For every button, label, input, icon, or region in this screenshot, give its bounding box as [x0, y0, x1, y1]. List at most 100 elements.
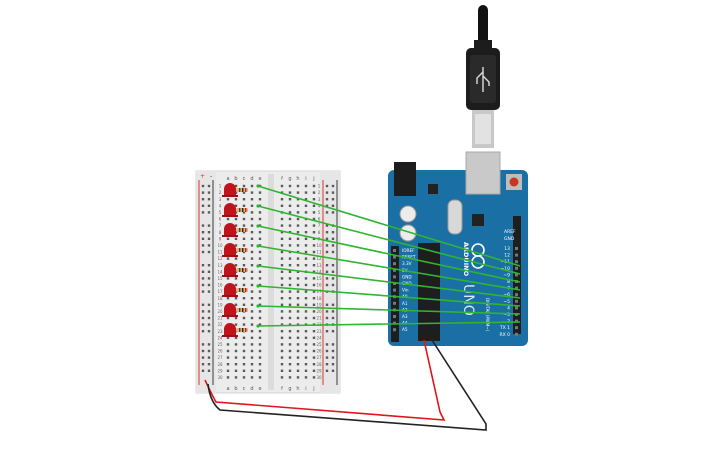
led-resistor-pair [222, 203, 248, 217]
column-label: i [305, 386, 306, 392]
row-number: 16 [217, 283, 223, 288]
led [224, 223, 236, 236]
row-number: 10 [316, 243, 322, 248]
power-analog-pin-label: GND [402, 274, 412, 279]
row-number: 17 [217, 289, 223, 294]
led-resistor-pair [222, 223, 248, 237]
digital-pin-label: ~10 [501, 266, 511, 272]
signal-wire [257, 285, 521, 307]
row-number: 22 [217, 322, 223, 327]
column-label: b [234, 386, 237, 392]
row-number: 12 [217, 256, 223, 261]
column-label: j [312, 176, 314, 182]
power-analog-pin-label: RESET [402, 255, 416, 260]
led-resistor-pair [222, 303, 248, 317]
power-analog-pin-label: Vin [402, 288, 409, 293]
row-number: 28 [316, 362, 322, 367]
row-number: 13 [217, 263, 223, 268]
row-number: 29 [217, 368, 223, 373]
row-number: 2 [318, 190, 321, 195]
digital-pin-label: 4 [507, 305, 510, 311]
row-numbers: 1122334455667788991010111112121313141415… [217, 184, 322, 380]
led-resistor-pair [222, 263, 248, 277]
gnd-label: GND [504, 236, 515, 242]
row-number: 30 [316, 375, 322, 380]
digital-pin-label: 12 [504, 253, 510, 259]
row-number: 8 [219, 230, 222, 235]
led [224, 303, 236, 316]
row-number: 23 [217, 329, 223, 334]
row-number: 3 [318, 197, 321, 202]
signal-wire [257, 185, 521, 267]
led [224, 283, 236, 296]
column-label: d [250, 386, 253, 392]
signal-wire [257, 265, 521, 299]
usb-cable [466, 5, 500, 148]
capacitor-1 [399, 205, 417, 223]
row-number: 13 [316, 263, 322, 268]
column-label: i [305, 176, 306, 182]
row-number: 16 [316, 283, 322, 288]
row-number: 4 [219, 203, 222, 208]
column-label: f [281, 176, 283, 182]
signal-wire [257, 225, 521, 283]
column-label: h [296, 386, 299, 392]
column-label: g [288, 176, 291, 182]
digital-pin-label: 8 [507, 279, 510, 285]
row-number: 25 [217, 342, 223, 347]
capacitor-2 [399, 224, 417, 242]
signal-wire [257, 321, 521, 327]
led-signal-wires [256, 184, 521, 328]
row-number: 30 [217, 375, 223, 380]
signal-wire [257, 305, 521, 315]
digital-pin-label: 13 [504, 246, 510, 252]
column-label: h [296, 176, 299, 182]
row-number: 24 [217, 335, 223, 340]
led [224, 203, 236, 216]
rail-plus-label: + [200, 173, 205, 180]
led [224, 183, 236, 196]
row-number: 25 [316, 342, 322, 347]
column-label: j [312, 386, 314, 392]
row-number: 4 [318, 203, 321, 208]
row-number: 26 [217, 349, 223, 354]
power-analog-pin-label: A5 [402, 327, 408, 332]
usb-port [465, 151, 501, 195]
row-number: 6 [219, 217, 222, 222]
led-resistor-pair [222, 283, 248, 297]
row-number: 24 [316, 335, 322, 340]
column-label: c [243, 176, 246, 182]
digital-pin-label: TX 1 [499, 325, 510, 331]
usb-icon [476, 67, 490, 92]
row-number: 5 [318, 210, 321, 215]
led [224, 323, 236, 336]
digital-label: DIGITAL (PWM~) [485, 298, 490, 332]
led-resistor-pair [222, 323, 248, 337]
power-analog-pin-label: 3.3V [402, 261, 412, 266]
row-number: 1 [219, 184, 222, 189]
row-number: 19 [316, 302, 322, 307]
led [224, 243, 236, 256]
column-label: a [226, 176, 229, 182]
digital-pin-label: RX 0 [499, 332, 510, 338]
signal-wire [257, 245, 521, 291]
digital-pin-label: ~6 [503, 292, 510, 298]
led-array [222, 183, 248, 337]
row-number: 23 [316, 329, 322, 334]
arduino-model: UNO [460, 284, 476, 316]
power-analog-pin-label: A1 [402, 301, 408, 306]
power-analog-pin-label: IOREF [402, 248, 415, 253]
row-number: 27 [217, 355, 223, 360]
row-number: 11 [217, 250, 223, 255]
column-label: c [243, 386, 246, 392]
row-number: 2 [219, 190, 222, 195]
column-label: f [281, 386, 283, 392]
row-number: 8 [318, 230, 321, 235]
row-number: 14 [316, 269, 322, 274]
column-label: d [250, 176, 253, 182]
row-number: 29 [316, 368, 322, 373]
digital-pin-label: ~9 [503, 272, 510, 278]
power-analog-header [391, 246, 399, 342]
